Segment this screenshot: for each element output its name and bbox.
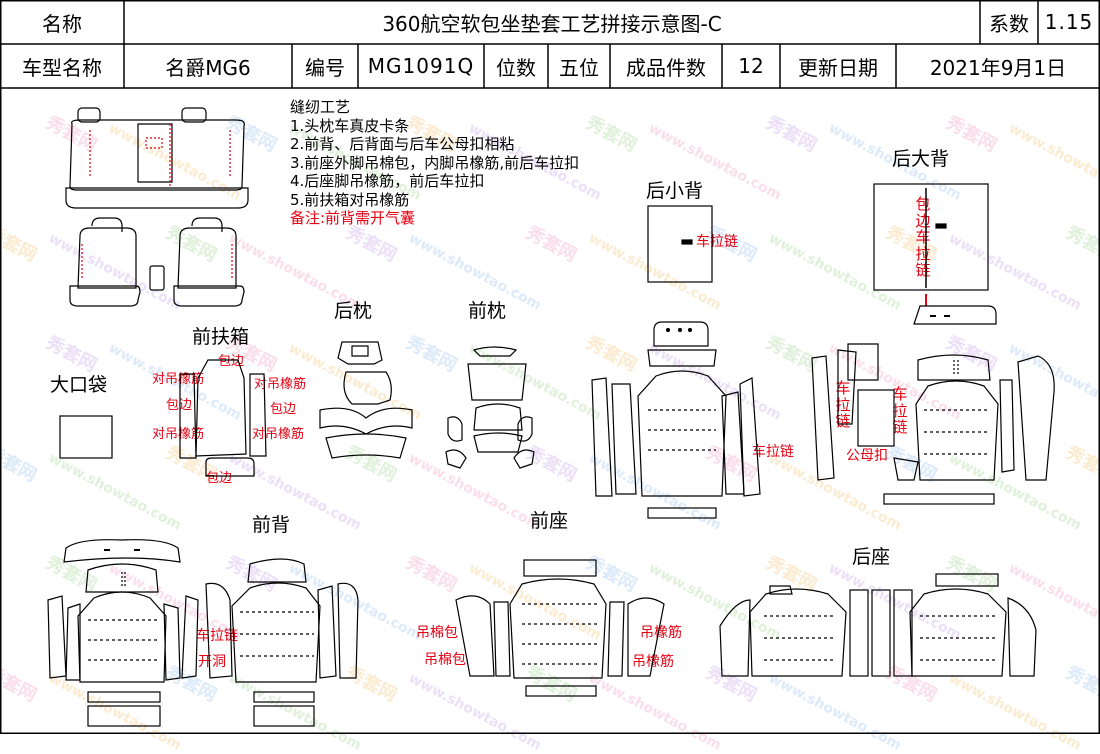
sewing-notes: 缝纫工艺 1.头枕车真皮卡条 2.前背、后背面与后车公母扣相粘 3.前座外脚吊棉… — [290, 98, 579, 228]
section-front-seat: 前座 — [530, 510, 569, 532]
section-rear-small-back: 后小背 — [646, 180, 704, 202]
note-item: 5.前扶箱对吊橡筋 — [290, 190, 410, 209]
pocket-pattern — [59, 415, 113, 459]
note-remark: 备注:前背需开气囊 — [290, 209, 416, 227]
annotation: 吊橡筋 — [640, 625, 682, 641]
rear-big-back-patterns — [811, 183, 1055, 505]
header-grid — [0, 0, 1100, 734]
annotation: 包边 — [218, 354, 245, 369]
annotation: 对吊橡筋 — [152, 372, 205, 387]
section-front-pillow: 前枕 — [468, 300, 507, 322]
rear-small-back-patterns — [591, 205, 761, 519]
section-armrest: 前扶箱 — [192, 326, 250, 348]
section-rear-seat: 后座 — [852, 546, 891, 568]
section-rear-pillow: 后枕 — [334, 300, 373, 322]
code-value: MG1091Q — [367, 54, 475, 78]
notes-heading: 缝纫工艺 — [290, 98, 351, 116]
coef-label: 系数 — [989, 11, 1029, 36]
coef-value: 1.15 — [1044, 10, 1094, 34]
front-seat-patterns — [455, 559, 665, 697]
annotation: 对吊橡筋 — [152, 427, 205, 442]
annotation: 吊棉包 — [424, 652, 466, 668]
date-label: 更新日期 — [798, 55, 878, 80]
section-rear-big-back: 后大背 — [892, 148, 950, 170]
annotation: 包边 — [270, 402, 297, 417]
note-item: 3.前座外脚吊棉包，内脚吊橡筋,前后车拉扣 — [290, 153, 580, 172]
code-label: 编号 — [305, 55, 345, 80]
count-value: 12 — [738, 54, 764, 78]
rear-seat-patterns — [719, 573, 1037, 677]
annotation: 车拉链 — [892, 385, 908, 436]
page-title: 360航空软包坐垫套工艺拼接示意图-C — [382, 11, 722, 36]
date-value: 2021年9月1日 — [929, 55, 1067, 80]
seat-overview-icon — [65, 107, 249, 307]
note-item: 1.头枕车真皮卡条 — [290, 116, 410, 135]
annotation: 吊棉包 — [416, 625, 458, 641]
annotation: 包边 — [166, 398, 193, 413]
section-pocket: 大口袋 — [50, 374, 108, 396]
annotation: 公母扣 — [846, 448, 888, 464]
model-value: 名爵MG6 — [165, 55, 251, 80]
note-item: 4.后座脚吊橡筋，前后车拉扣 — [290, 172, 485, 190]
seat-label: 位数 — [496, 55, 536, 80]
section-front-back: 前背 — [252, 514, 291, 536]
front-back-patterns — [47, 539, 359, 727]
annotation: 对吊橡筋 — [254, 377, 307, 392]
annotation: 车拉链 — [752, 444, 794, 460]
seat-value: 五位 — [559, 55, 599, 80]
rear-pillow-patterns — [319, 341, 413, 459]
annotation: 包边 — [206, 471, 233, 486]
count-label: 成品件数 — [626, 55, 706, 80]
pattern-drawing — [0, 0, 1100, 734]
note-item: 2.前背、后背面与后车公母扣相粘 — [290, 135, 515, 153]
armrest-patterns — [179, 359, 267, 477]
name-label: 名称 — [42, 11, 82, 36]
front-pillow-patterns — [445, 346, 535, 469]
annotation: 开洞 — [198, 654, 226, 670]
annotation: 车拉链 — [696, 234, 738, 250]
model-label: 车型名称 — [22, 55, 102, 80]
annotation: 车拉链 — [835, 379, 851, 430]
annotation: 车拉链 — [196, 628, 238, 644]
